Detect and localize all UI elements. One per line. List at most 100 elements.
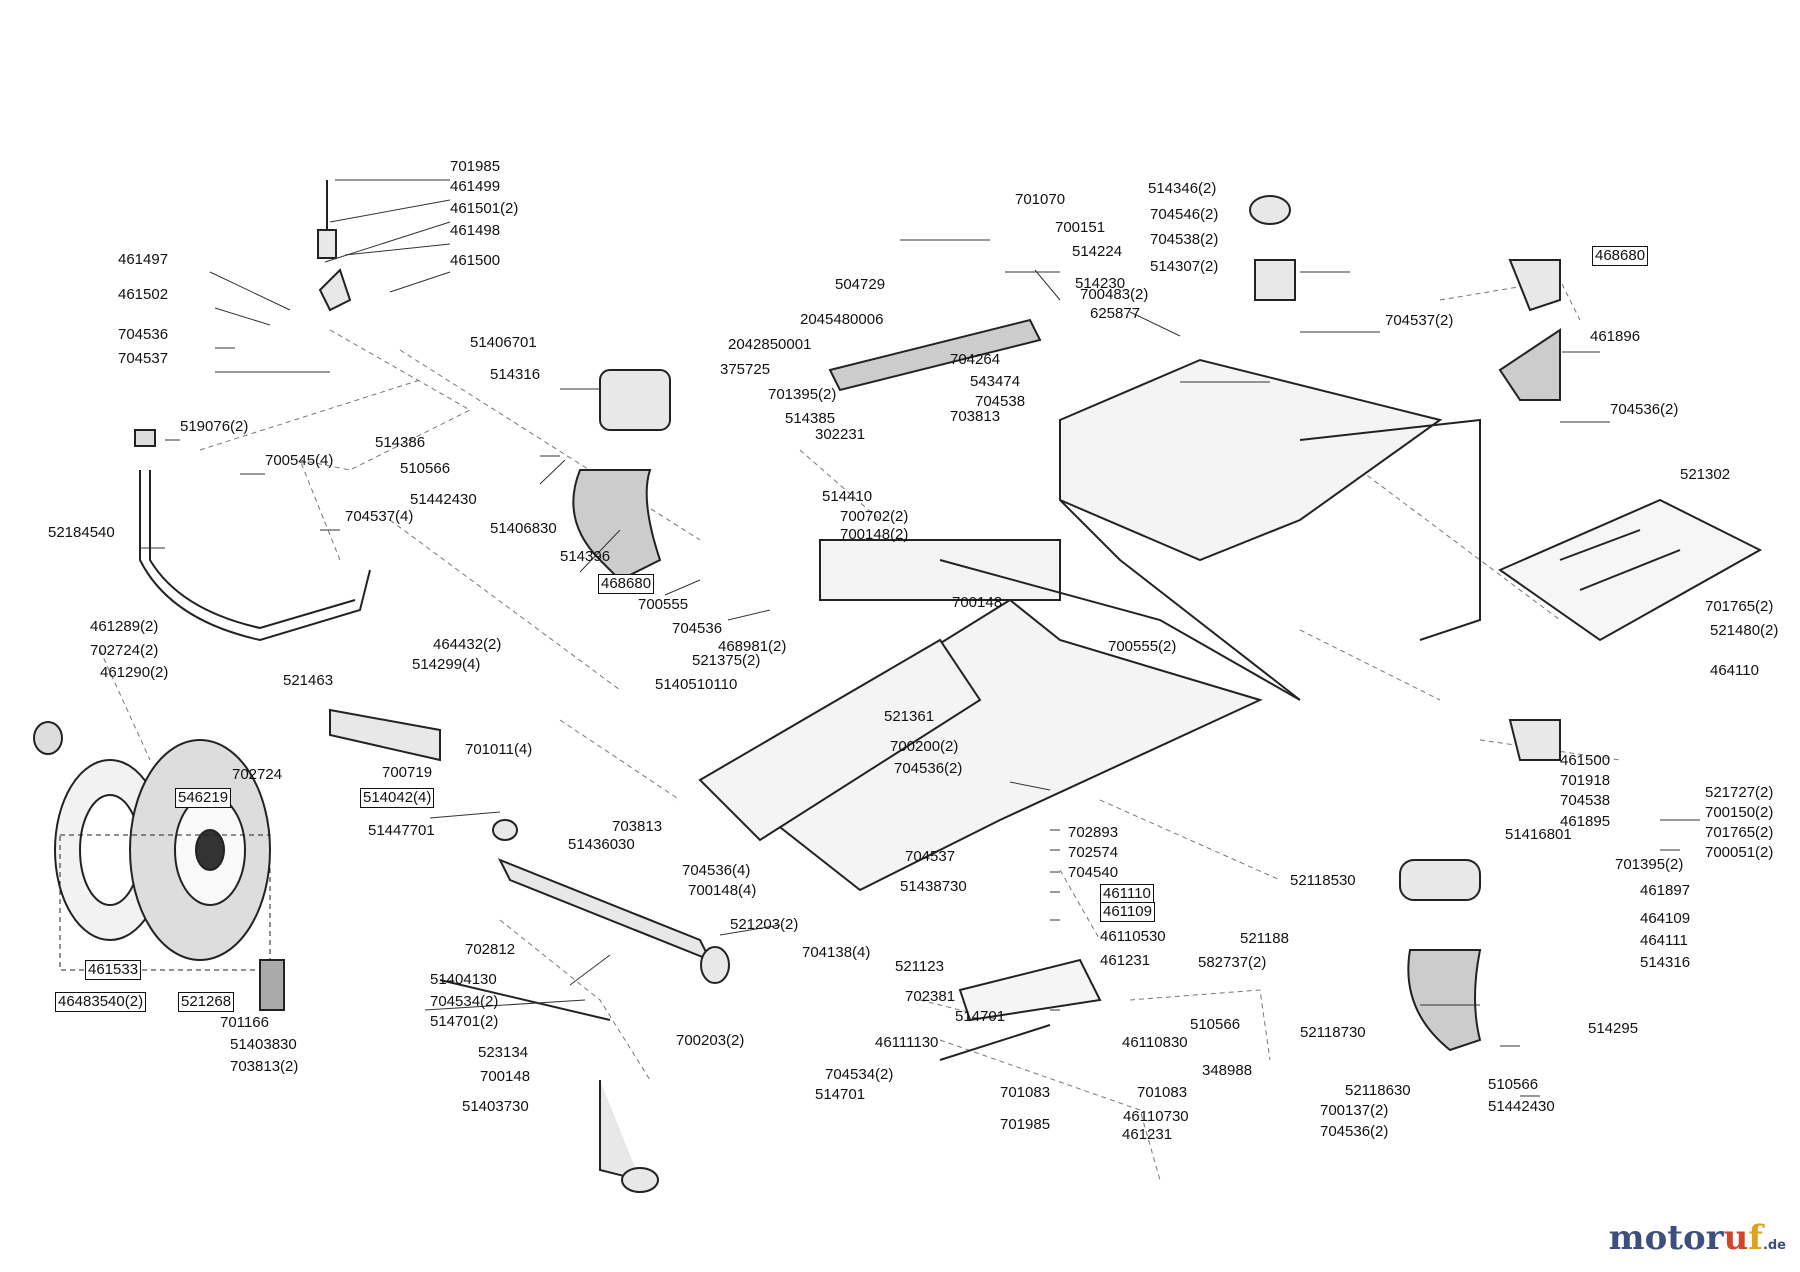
part-label-p63: 514230: [1075, 275, 1126, 292]
part-label-p141: 704534(2): [825, 1066, 894, 1083]
part-label-p113: 514295: [1588, 1020, 1639, 1037]
part-label-p116: 52118730: [1300, 1024, 1366, 1041]
rear-tube-frame: [1299, 418, 1481, 641]
part-label-p05: 461497: [118, 251, 169, 268]
part-label-p74: 703813: [950, 408, 1001, 425]
part-label-p111: 521188: [1240, 930, 1289, 947]
part-label-p72: 543474: [970, 373, 1021, 390]
part-label-p33: 700555: [638, 596, 689, 613]
part-label-p127: 461231: [1122, 1126, 1173, 1143]
part-label-p57: 700203(2): [676, 1032, 745, 1049]
part-label-p88: 704537(2): [1385, 312, 1454, 329]
part-label-p142: 514701: [815, 1086, 866, 1103]
part-label-p15: 702724(2): [90, 642, 159, 659]
part-label-p102: 700150(2): [1705, 804, 1774, 821]
part-label-p25: 514386: [375, 434, 426, 451]
part-label-p49: 521203(2): [730, 916, 799, 933]
watermark-f: f: [1748, 1218, 1763, 1258]
part-label-p09: 704537: [118, 350, 169, 367]
part-label-p97: 701918: [1560, 772, 1611, 789]
part-label-p65: 2045480006: [800, 311, 884, 328]
dashed-guide-lines: [99, 279, 1621, 1181]
front-wheel: [33, 721, 285, 1011]
part-label-p34: 704536: [672, 620, 723, 637]
part-label-p129: 702574: [1068, 844, 1119, 861]
part-label-p133: 46110530: [1100, 928, 1166, 945]
part-label-p47: 704536(4): [682, 862, 751, 879]
part-label-p99: 461895: [1560, 813, 1611, 830]
part-label-p68: 704264: [950, 351, 1001, 368]
part-label-p75: 514410: [822, 488, 873, 505]
part-label-p115: 51442430: [1488, 1098, 1555, 1115]
part-label-p78: 700148: [952, 594, 1003, 611]
part-label-p20: 521268: [178, 992, 235, 1012]
part-label-p126: 701985: [1000, 1116, 1051, 1133]
part-label-p08: 704536: [118, 326, 169, 343]
part-label-p69: 701395(2): [768, 386, 837, 403]
part-label-p62: 514224: [1072, 243, 1123, 260]
part-label-p51: 51404130: [430, 971, 497, 988]
part-label-p29: 51442430: [410, 491, 477, 508]
part-label-p76: 700702(2): [840, 508, 909, 525]
part-label-p19: 46483540(2): [55, 992, 147, 1012]
part-label-p52: 704534(2): [430, 993, 499, 1010]
part-label-p71: 302231: [815, 426, 866, 443]
part-label-p43: 514042(4): [360, 788, 435, 808]
part-label-p84: 704546(2): [1150, 206, 1219, 223]
part-label-p135: 704537: [905, 848, 956, 865]
part-label-p73: 704538: [975, 393, 1026, 410]
part-label-p86: 514307(2): [1150, 258, 1219, 275]
part-label-p83: 514346(2): [1148, 180, 1217, 197]
part-label-p12: 704537(4): [345, 508, 414, 525]
part-label-p114: 510566: [1488, 1076, 1539, 1093]
part-label-p46: 51436030: [568, 836, 635, 853]
front-bumper: [134, 429, 371, 642]
part-label-p10: 519076(2): [180, 418, 249, 435]
part-label-p118: 700137(2): [1320, 1102, 1389, 1119]
part-label-p36: 521375(2): [692, 652, 761, 669]
part-label-p95: 464110: [1710, 662, 1759, 679]
part-label-p18: 461533: [85, 960, 142, 980]
part-label-p22: 701166: [220, 1014, 269, 1031]
watermark-domain: .de: [1762, 1238, 1786, 1253]
part-label-p07: 461502: [118, 286, 169, 303]
part-label-p16: 461290(2): [100, 664, 169, 681]
part-label-p50: 702812: [465, 941, 516, 958]
part-label-p92: 521302: [1680, 466, 1731, 483]
part-label-p103: 701765(2): [1705, 824, 1774, 841]
part-label-p58: 704138(4): [802, 944, 871, 961]
part-label-p31: 514396: [560, 548, 611, 565]
part-label-p131: 461110: [1100, 884, 1154, 904]
rear-plate: [1497, 498, 1763, 642]
part-label-p139: 514701: [955, 1008, 1006, 1025]
part-label-p107: 464109: [1640, 910, 1691, 927]
part-label-p98: 704538: [1560, 792, 1611, 809]
part-label-p30: 51406830: [490, 520, 557, 537]
part-label-p134: 461231: [1100, 952, 1151, 969]
part-label-p89: 468680: [1592, 246, 1649, 266]
part-label-p17: 546219: [175, 788, 232, 808]
part-label-p112: 582737(2): [1198, 954, 1267, 971]
part-label-p85: 704538(2): [1150, 231, 1219, 248]
part-label-p23: 51403830: [230, 1036, 297, 1053]
part-label-p137: 521123: [895, 958, 944, 975]
part-label-p53: 514701(2): [430, 1013, 499, 1030]
frame-crossbeam: [819, 539, 1061, 601]
part-label-p32: 468680: [598, 574, 655, 594]
part-label-p119: 704536(2): [1320, 1123, 1389, 1140]
part-label-p56: 51403730: [462, 1098, 529, 1115]
part-label-p39: 464432(2): [433, 636, 502, 653]
part-label-p70: 514385: [785, 410, 836, 427]
part-label-p105: 701395(2): [1615, 856, 1684, 873]
part-label-p121: 46110830: [1122, 1034, 1188, 1051]
part-label-p100: 51416801: [1505, 826, 1572, 843]
part-label-p27: 51406701: [470, 334, 537, 351]
part-label-p02: 461499: [450, 178, 501, 195]
part-label-p80: 521361: [884, 708, 935, 725]
part-label-p104: 700051(2): [1705, 844, 1774, 861]
tractor-frame: [698, 358, 1481, 892]
part-label-p101: 521727(2): [1705, 784, 1774, 801]
part-label-p77: 700148(2): [840, 526, 909, 543]
part-label-p130: 704540: [1068, 864, 1119, 881]
